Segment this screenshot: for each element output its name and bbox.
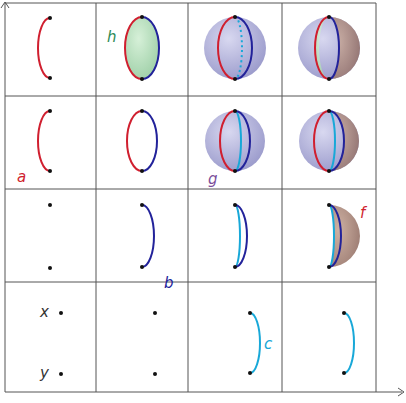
- axis-arrow: [398, 388, 404, 396]
- axis-arrow: [1, 2, 9, 8]
- part-label: f: [360, 206, 365, 221]
- row-2: [38, 109, 359, 173]
- row-1: [38, 15, 360, 81]
- part-label: g: [208, 172, 218, 187]
- part-label: x: [40, 305, 49, 320]
- part-label: y: [40, 366, 49, 381]
- grid-lines: [5, 3, 402, 392]
- part-label: h: [107, 30, 117, 45]
- part-label: b: [164, 276, 174, 291]
- row-4: [59, 311, 354, 376]
- row-3: [48, 203, 360, 270]
- part-label: c: [264, 337, 272, 352]
- part-label: a: [17, 170, 26, 185]
